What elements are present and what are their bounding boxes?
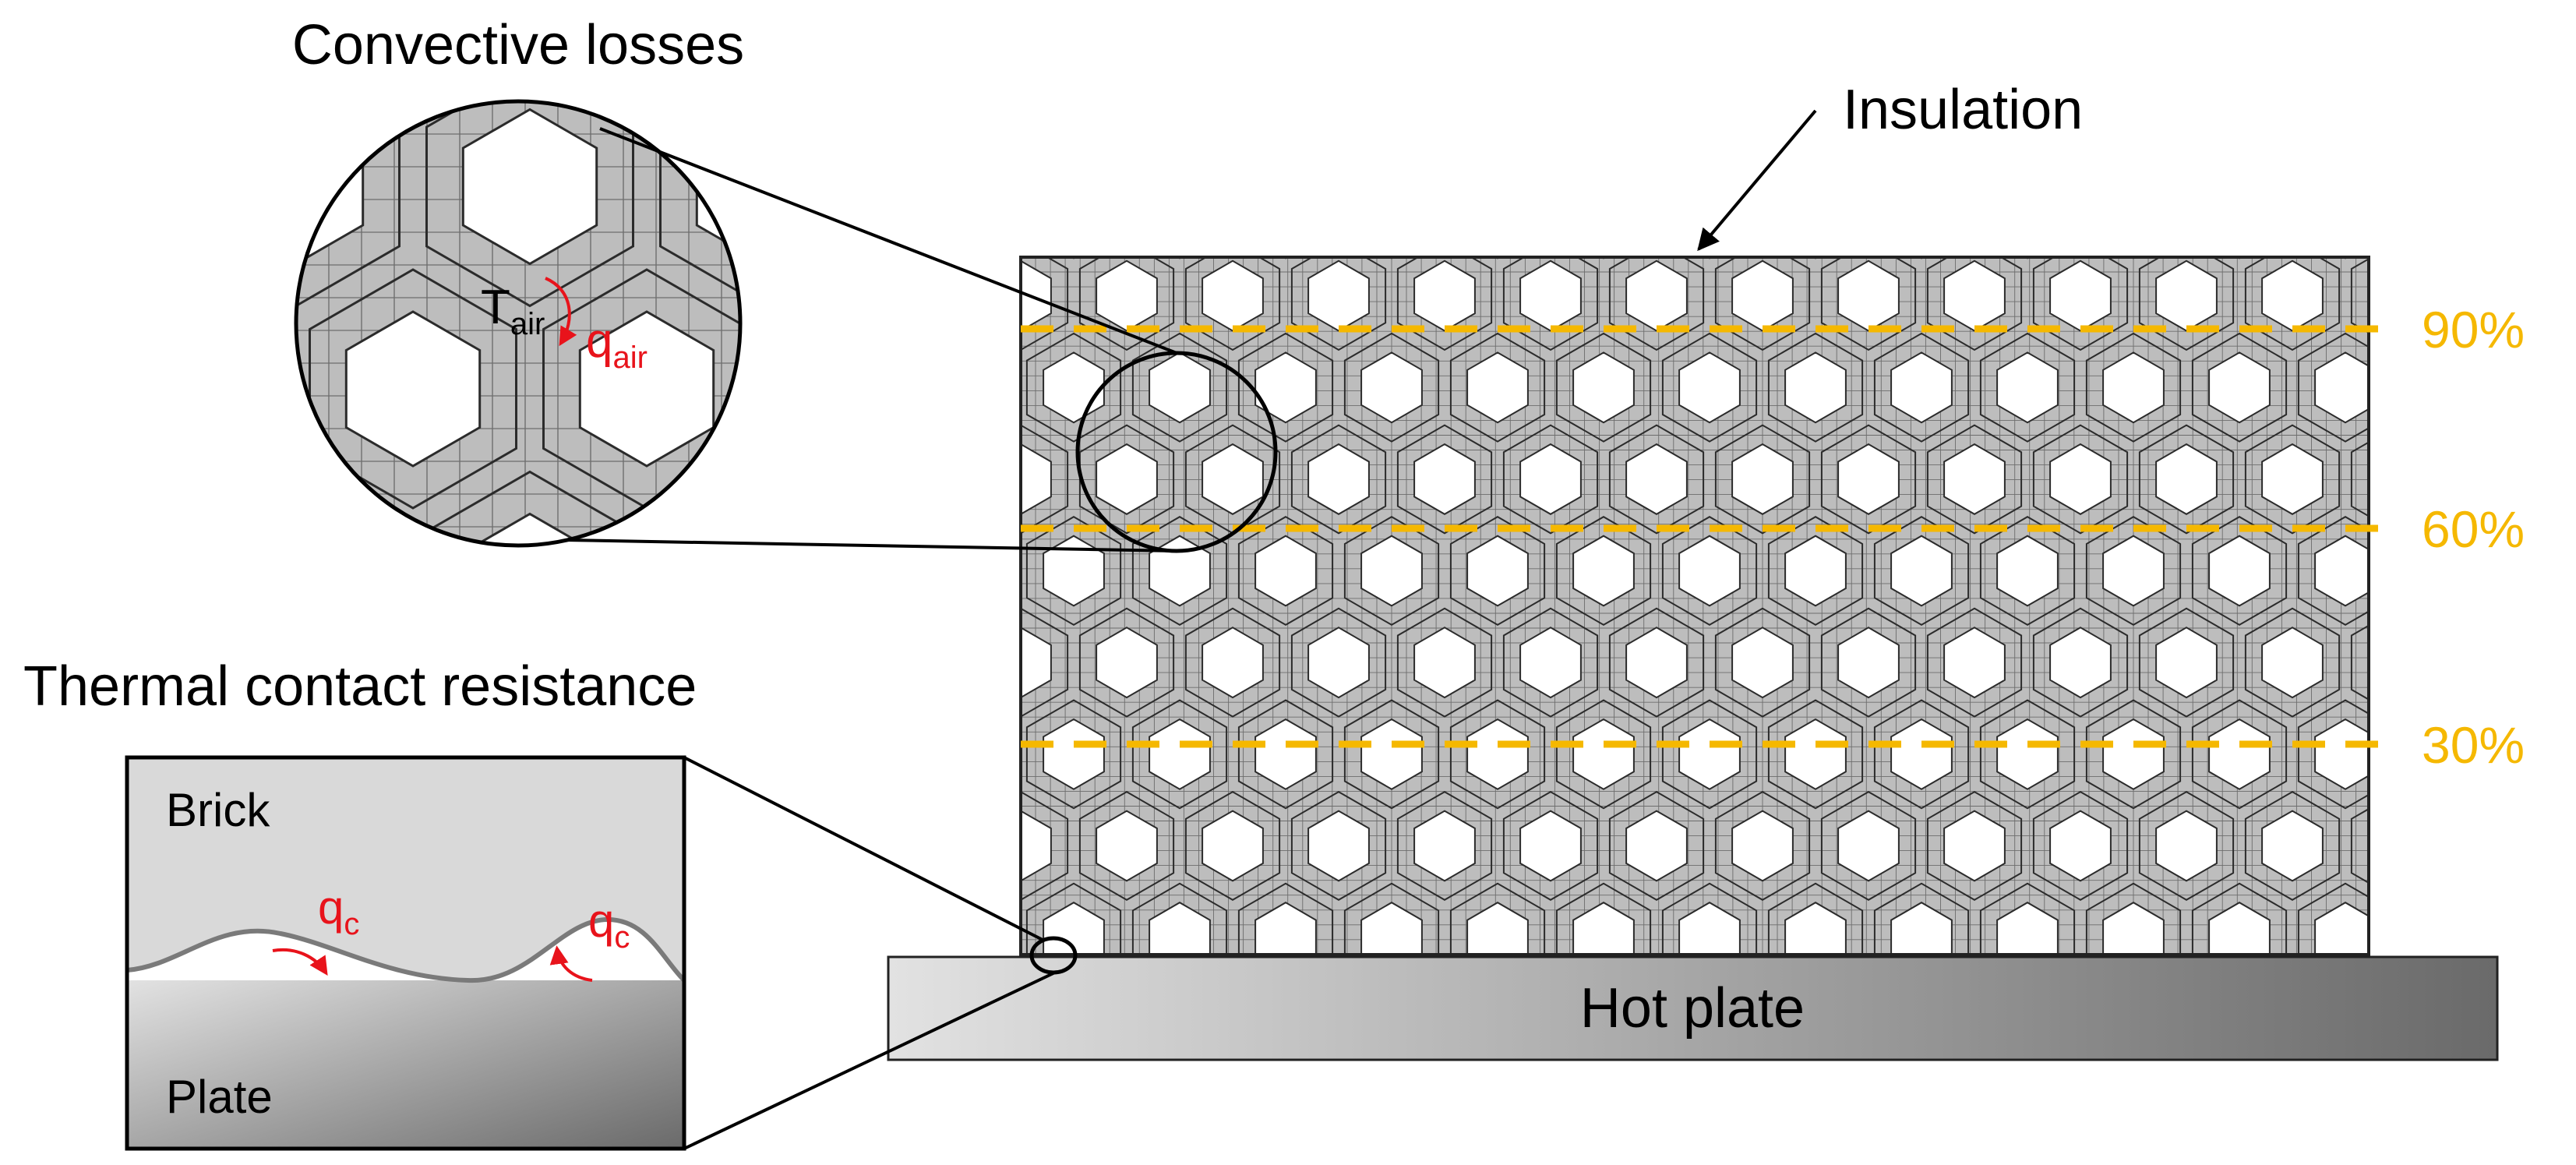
contact-connector-top [683, 756, 1045, 942]
level-label-30: 30% [2422, 716, 2525, 774]
insulation-block [1019, 256, 2370, 956]
insulation-label: Insulation [1843, 79, 2083, 141]
air-heat-flux-arrow [545, 277, 577, 347]
svg-text:qair: qair [586, 314, 648, 375]
qc-label-left: qc [318, 881, 359, 941]
convective-losses-title: Convective losses [292, 14, 744, 76]
thermal-contact-title: Thermal contact resistance [23, 655, 697, 718]
contact-inset [125, 755, 686, 1151]
brick-label: Brick [166, 784, 270, 836]
zoom-connector-top [599, 127, 1177, 355]
insulation-arrow [1697, 109, 1817, 252]
brick-surface [126, 916, 686, 983]
level-label-90: 90% [2422, 301, 2525, 358]
q-air-label: qair [586, 314, 648, 375]
svg-text:Tair: Tair [481, 281, 545, 341]
svg-text:qc: qc [588, 895, 630, 955]
contact-connector-bottom [683, 970, 1057, 1150]
contact-heat-flux-arrow-left [272, 948, 328, 976]
convective-zoom-circle [294, 99, 743, 548]
level-label-60: 60% [2422, 500, 2525, 558]
contact-heat-flux-arrow-right [549, 945, 593, 982]
hot-plate-label: Hot plate [1580, 977, 1805, 1040]
rough-gap [127, 920, 684, 981]
zoom-connector-bottom [564, 538, 1177, 552]
plate-region [127, 980, 684, 1149]
qc-label-right: qc [588, 895, 630, 955]
t-air-label: Tair [481, 281, 545, 341]
hot-plate [887, 955, 2499, 1061]
plate-label: Plate [166, 1071, 273, 1123]
svg-text:qc: qc [318, 881, 359, 941]
